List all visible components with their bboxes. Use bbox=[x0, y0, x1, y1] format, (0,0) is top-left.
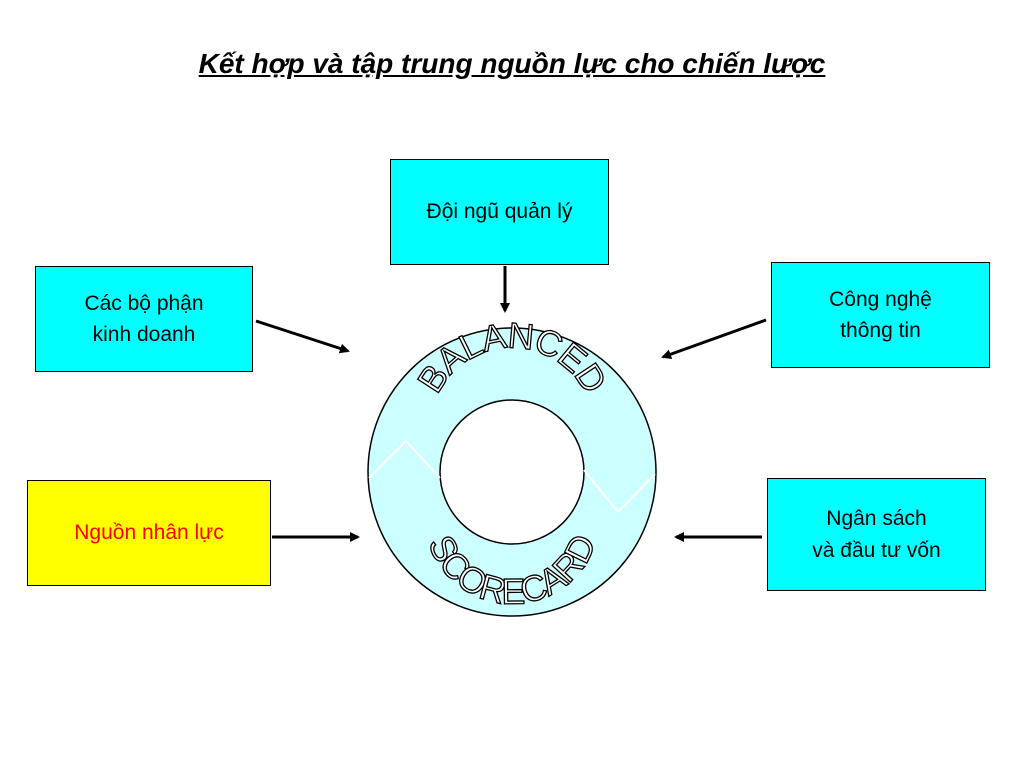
box-management-team-label: Đội ngũ quản lý bbox=[426, 200, 573, 224]
box-information-technology: Công nghệ thông tin bbox=[771, 262, 990, 368]
box-business-units: Các bộ phận kinh doanh bbox=[35, 266, 253, 372]
box-budget-investment-label: Ngân sách và đầu tư vốn bbox=[812, 507, 941, 562]
box-human-resources: Nguồn nhân lực bbox=[27, 480, 271, 586]
slide-title: Kết hợp và tập trung nguồn lực cho chiến… bbox=[198, 48, 826, 79]
arrow-left-top bbox=[255, 319, 350, 354]
balanced-scorecard-ring bbox=[367, 327, 657, 617]
box-management-team: Đội ngũ quản lý bbox=[390, 159, 609, 265]
box-information-technology-label: Công nghệ thông tin bbox=[829, 287, 932, 343]
box-human-resources-label: Nguồn nhân lực bbox=[74, 521, 224, 545]
box-business-units-label: Các bộ phận kinh doanh bbox=[84, 291, 204, 347]
arrow-right-top bbox=[661, 318, 767, 360]
box-budget-investment: Ngân sách và đầu tư vốn bbox=[767, 478, 986, 591]
